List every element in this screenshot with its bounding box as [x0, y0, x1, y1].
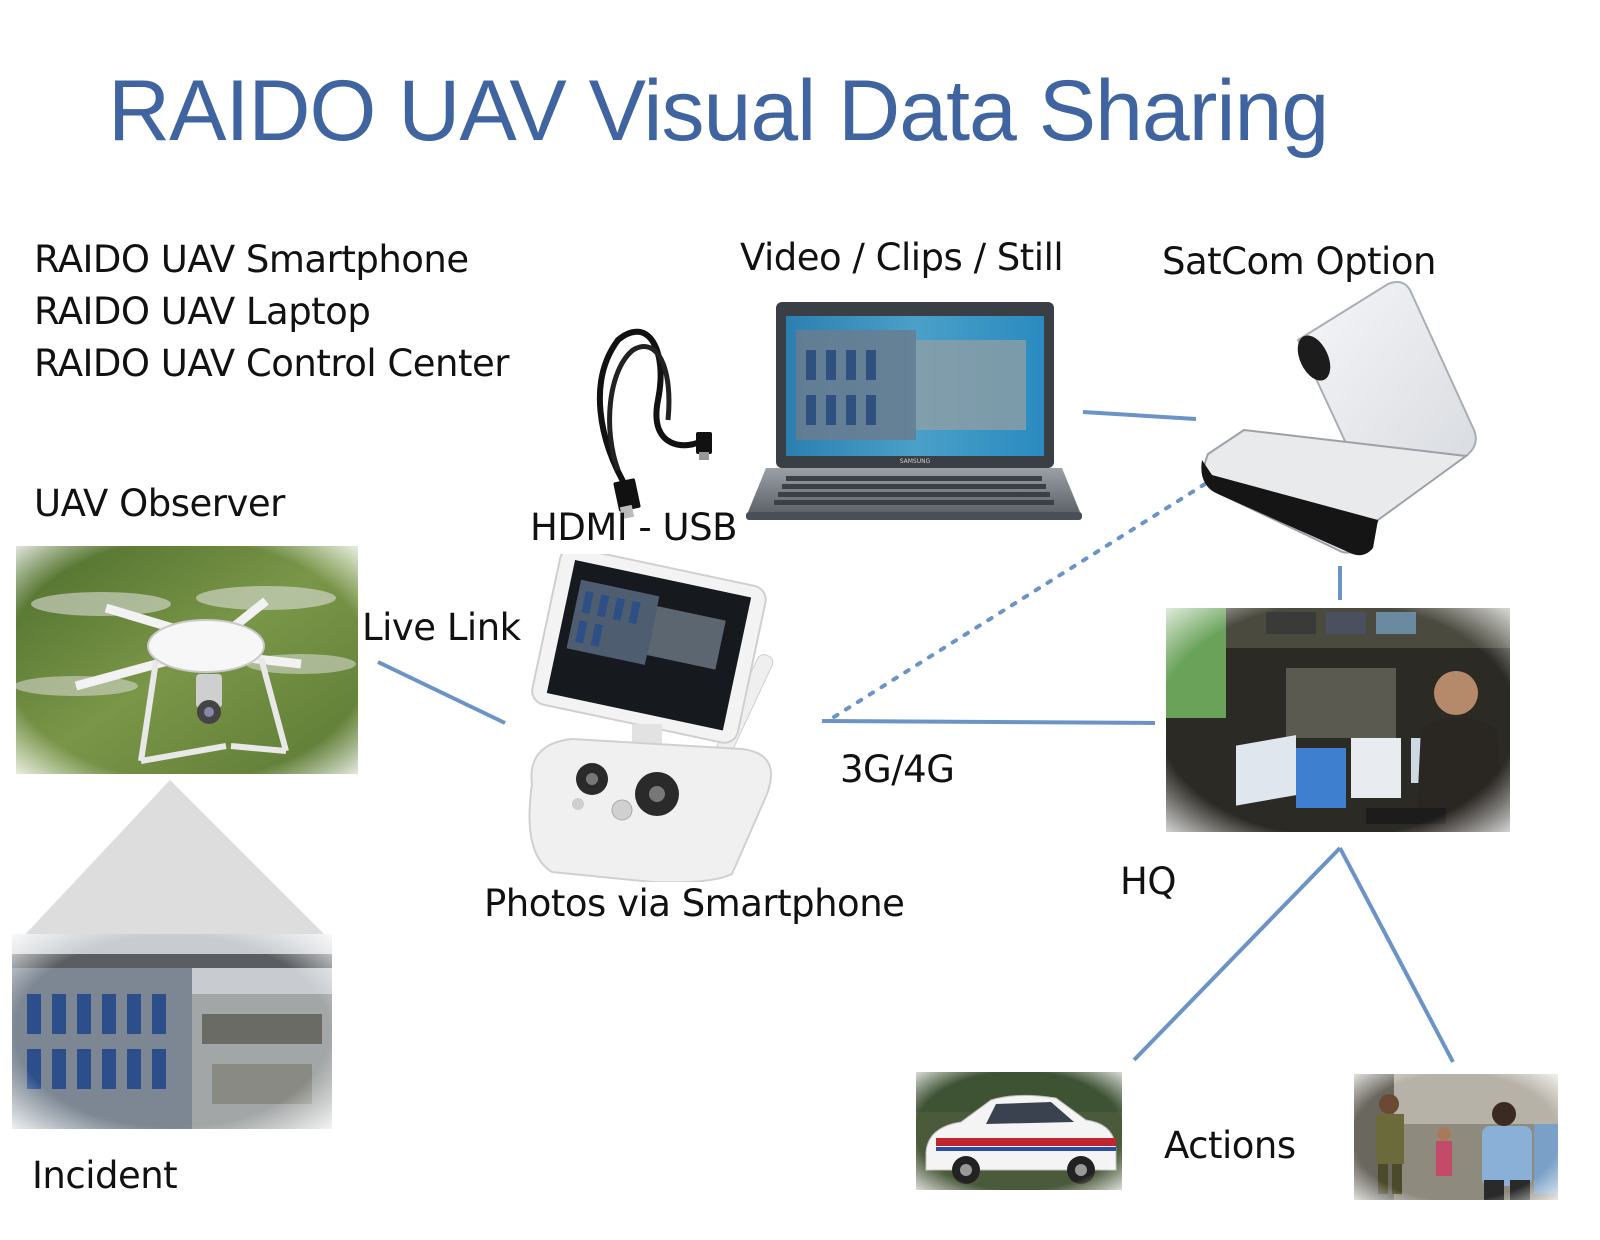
satcom-dotted-connector: [824, 482, 1207, 724]
live-link-connector: [377, 660, 506, 725]
uav-observer-label: UAV Observer: [34, 482, 285, 525]
laptop-photo: SAMSUNG: [746, 300, 1082, 522]
legend: RAIDO UAV Smartphone RAIDO UAV Laptop RA…: [34, 234, 509, 390]
hq-control-room-photo: [1166, 608, 1510, 832]
satcom-label: SatCom Option: [1162, 240, 1436, 283]
drone-photo: [16, 546, 358, 774]
hq-officers-connector: [1338, 847, 1455, 1063]
photos-label: Photos via Smartphone: [484, 882, 905, 925]
actions-label: Actions: [1164, 1124, 1296, 1167]
hdmi-cable-icon: [588, 320, 728, 520]
incident-building-photo: [12, 934, 332, 1129]
hdmi-usb-label: HDMI - USB: [530, 506, 737, 549]
satcom-terminal-photo: [1198, 280, 1478, 562]
hq-label: HQ: [1120, 860, 1176, 903]
laptop-satcom-connector: [1082, 410, 1197, 421]
legend-smartphone: RAIDO UAV Smartphone: [34, 238, 469, 281]
legend-laptop: RAIDO UAV Laptop: [34, 290, 371, 333]
laptop-brand-text: SAMSUNG: [900, 458, 931, 465]
live-link-label: Live Link: [362, 606, 521, 649]
police-officers-photo: [1354, 1074, 1558, 1200]
incident-label: Incident: [32, 1154, 178, 1197]
camera-view-cone: [20, 780, 330, 940]
legend-control-center: RAIDO UAV Control Center: [34, 342, 509, 385]
network-connector: [821, 719, 1156, 725]
controller-tablet-photo: [512, 554, 802, 882]
video-clips-label: Video / Clips / Still: [740, 236, 1064, 279]
hq-car-connector: [1132, 846, 1342, 1062]
network-label: 3G/4G: [840, 748, 955, 791]
page-title: RAIDO UAV Visual Data Sharing: [108, 63, 1329, 159]
police-car-photo: [916, 1072, 1122, 1190]
